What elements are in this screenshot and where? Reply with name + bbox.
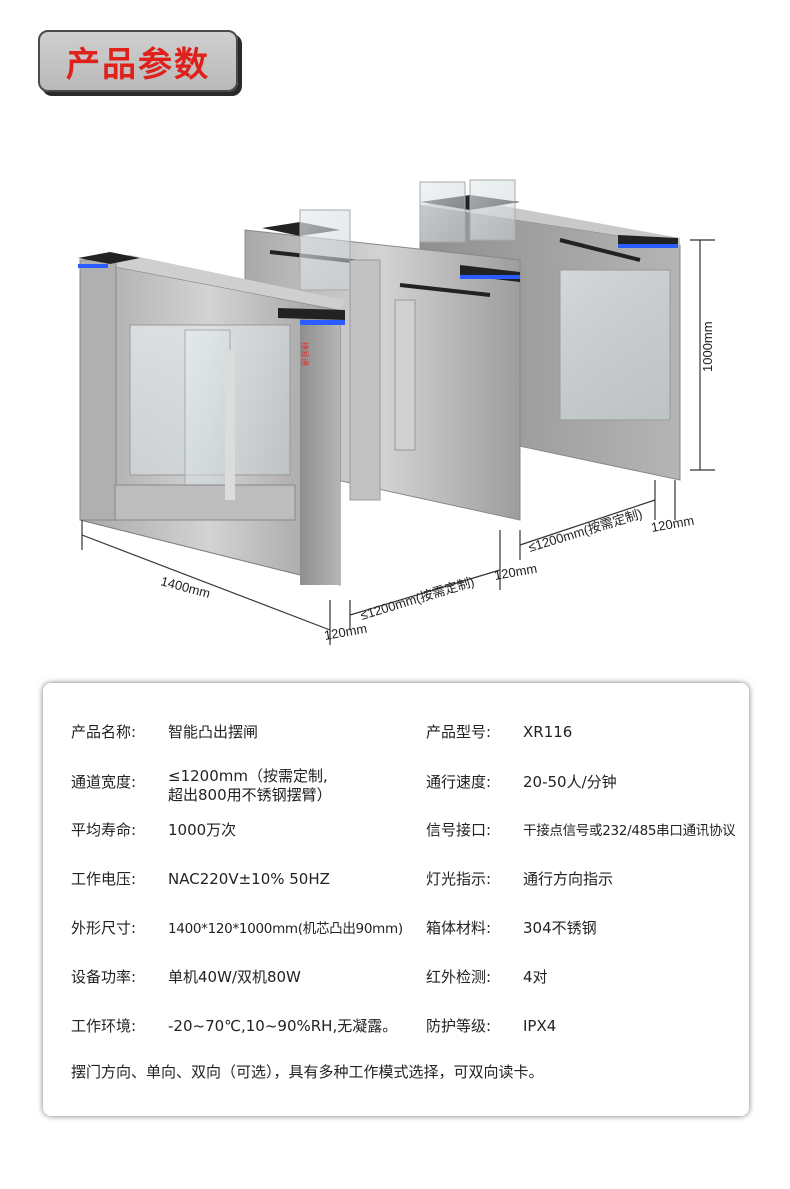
param-value: 1000万次 (168, 821, 237, 839)
dim-depth-b-label: 120mm (493, 561, 538, 583)
param-value: 干接点信号或232/485串口通讯协议 (523, 823, 736, 839)
param-value: -20~70℃,10~90%RH,无凝露。 (168, 1017, 398, 1035)
brand-mark: 捷易通 (300, 342, 310, 366)
front-cabinet (78, 252, 345, 586)
param-value: 4对 (523, 968, 548, 986)
footer-note: 摆门方向、单向、双向（可选），具有多种工作模式选择，可双向读卡。 (71, 1063, 544, 1081)
param-label: 外形尺寸: (71, 919, 137, 937)
param-value: 智能凸出摆闸 (168, 723, 259, 741)
param-label: 箱体材料: (426, 919, 492, 937)
param-label: 工作电压: (71, 870, 137, 888)
param-value: IPX4 (523, 1017, 557, 1035)
param-value: 通行方向指示 (523, 870, 614, 888)
param-label: 通道宽度: (71, 773, 137, 791)
param-label: 防护等级: (426, 1017, 492, 1035)
dimension-lines (81, 239, 715, 645)
param-value: 单机40W/双机80W (168, 968, 301, 986)
param-value: 1400*120*1000mm(机芯凸出90mm) (168, 921, 403, 937)
dim-length-label: 1400mm (159, 573, 212, 601)
param-label: 产品型号: (426, 723, 492, 741)
param-value: ≤1200mm（按需定制, 超出800用不锈钢摆臂） (168, 767, 332, 804)
param-label: 产品名称: (71, 723, 137, 741)
param-label: 设备功率: (71, 968, 137, 986)
param-label: 通行速度: (426, 773, 492, 791)
turnstile-illustration: 捷易通 1400mm ≤1200mm(按需定制) ≤1200mm(按需定制) 1… (78, 179, 715, 645)
section-title-badge: 产品参数 (38, 30, 238, 92)
dim-depth-c-label: 120mm (650, 513, 695, 535)
dim-width-back-label: ≤1200mm(按需定制) (526, 506, 644, 555)
param-value: 304不锈钢 (523, 919, 597, 937)
param-label: 工作环境: (71, 1017, 137, 1035)
param-value: NAC220V±10% 50HZ (168, 870, 330, 888)
dim-depth-a-label: 120mm (323, 621, 368, 643)
param-label: 红外检测: (426, 968, 492, 986)
param-label: 信号接口: (426, 821, 492, 839)
param-value: XR116 (523, 723, 573, 741)
section-title: 产品参数 (66, 44, 210, 85)
param-label: 灯光指示: (426, 870, 492, 888)
dim-width-front-label: ≤1200mm(按需定制) (358, 574, 476, 623)
dim-height-label: 1000mm (700, 321, 715, 372)
param-value: 20-50人/分钟 (523, 773, 617, 791)
parameters-panel: 产品名称: 智能凸出摆闸 产品型号: XR116 通道宽度: ≤1200mm（按… (43, 683, 749, 1116)
param-label: 平均寿命: (71, 821, 137, 839)
